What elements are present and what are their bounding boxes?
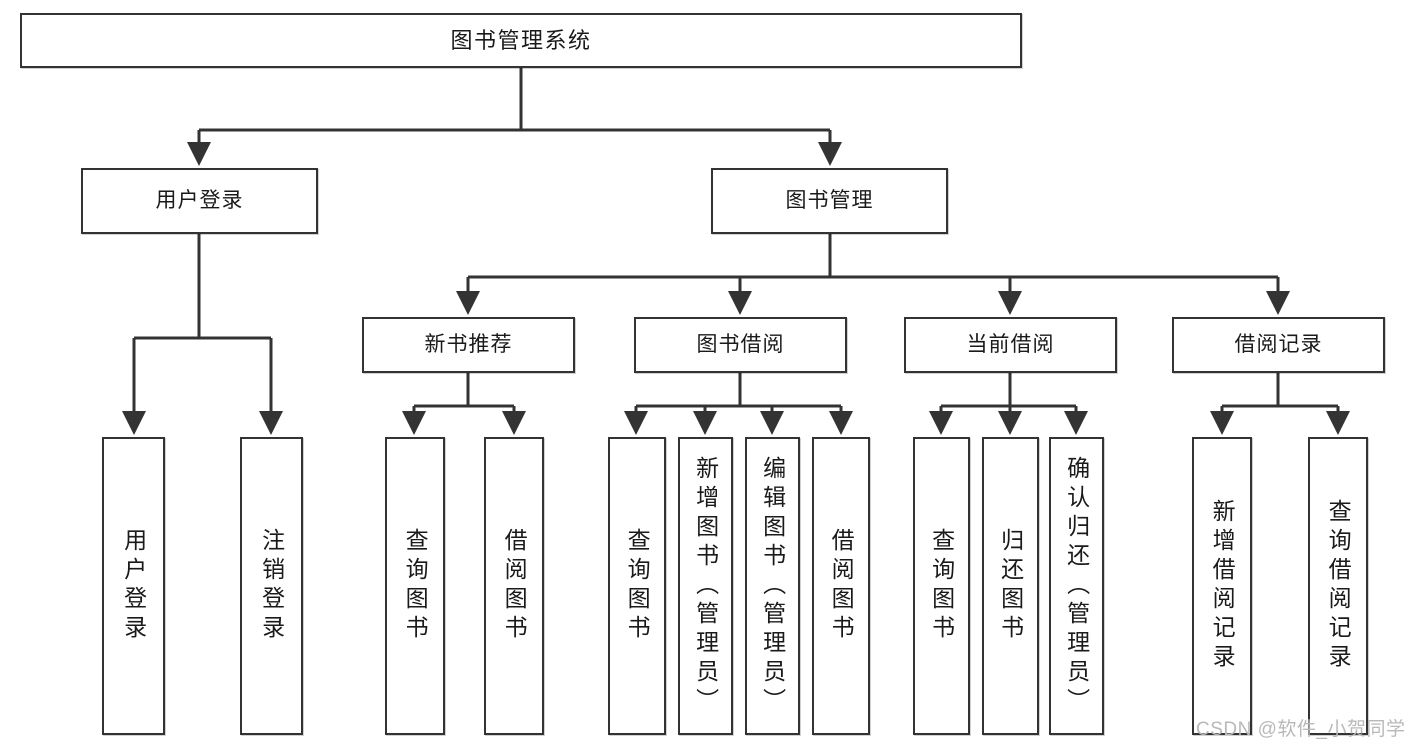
node-new-book-rec[interactable]: 新书推荐 <box>362 317 575 373</box>
node-current-borrow[interactable]: 当前借阅 <box>904 317 1117 373</box>
node-leaf-user-login-label: 用户登录 <box>120 528 147 644</box>
node-user-login-label: 用户登录 <box>155 188 244 212</box>
node-user-login[interactable]: 用户登录 <box>81 168 318 234</box>
node-leaf-borrow-book-1[interactable]: 借阅图书 <box>484 437 544 735</box>
node-root-label: 图书管理系统 <box>450 27 592 53</box>
node-leaf-return-book-label: 归还图书 <box>997 528 1024 644</box>
node-book-borrow[interactable]: 图书借阅 <box>634 317 847 373</box>
node-leaf-add-record-label: 新增借阅记录 <box>1209 499 1236 673</box>
node-leaf-user-logout[interactable]: 注销登录 <box>240 437 303 735</box>
node-leaf-query-record-label: 查询借阅记录 <box>1325 499 1352 673</box>
node-leaf-edit-book-label: 编辑图书（管理员） <box>759 455 786 717</box>
node-leaf-query-book-1-label: 查询图书 <box>402 528 429 644</box>
node-leaf-borrow-book-2[interactable]: 借阅图书 <box>812 437 870 735</box>
csdn-watermark: CSDN @软件_小贺同学 <box>1196 719 1405 740</box>
node-new-book-rec-label: 新书推荐 <box>424 332 513 356</box>
node-leaf-query-book-2-label: 查询图书 <box>624 528 651 644</box>
node-leaf-confirm-return-label: 确认归还（管理员） <box>1063 455 1090 717</box>
node-leaf-query-record[interactable]: 查询借阅记录 <box>1308 437 1368 735</box>
node-leaf-return-book[interactable]: 归还图书 <box>982 437 1039 735</box>
node-leaf-query-book-3[interactable]: 查询图书 <box>913 437 970 735</box>
node-book-manage-label: 图书管理 <box>785 188 874 212</box>
node-leaf-user-login[interactable]: 用户登录 <box>102 437 165 735</box>
node-book-manage[interactable]: 图书管理 <box>711 168 948 234</box>
node-leaf-edit-book[interactable]: 编辑图书（管理员） <box>745 437 800 735</box>
node-borrow-record-label: 借阅记录 <box>1234 332 1323 356</box>
node-leaf-add-book[interactable]: 新增图书（管理员） <box>678 437 733 735</box>
node-leaf-query-book-1[interactable]: 查询图书 <box>385 437 445 735</box>
node-leaf-confirm-return[interactable]: 确认归还（管理员） <box>1049 437 1104 735</box>
node-borrow-record[interactable]: 借阅记录 <box>1172 317 1385 373</box>
node-leaf-borrow-book-1-label: 借阅图书 <box>501 528 528 644</box>
node-book-borrow-label: 图书借阅 <box>696 332 785 356</box>
node-leaf-query-book-2[interactable]: 查询图书 <box>608 437 666 735</box>
node-leaf-query-book-3-label: 查询图书 <box>928 528 955 644</box>
node-leaf-add-book-label: 新增图书（管理员） <box>692 455 719 717</box>
node-current-borrow-label: 当前借阅 <box>966 332 1055 356</box>
node-leaf-add-record[interactable]: 新增借阅记录 <box>1192 437 1252 735</box>
node-root[interactable]: 图书管理系统 <box>20 13 1022 68</box>
node-leaf-user-logout-label: 注销登录 <box>258 528 285 644</box>
node-leaf-borrow-book-2-label: 借阅图书 <box>828 528 855 644</box>
